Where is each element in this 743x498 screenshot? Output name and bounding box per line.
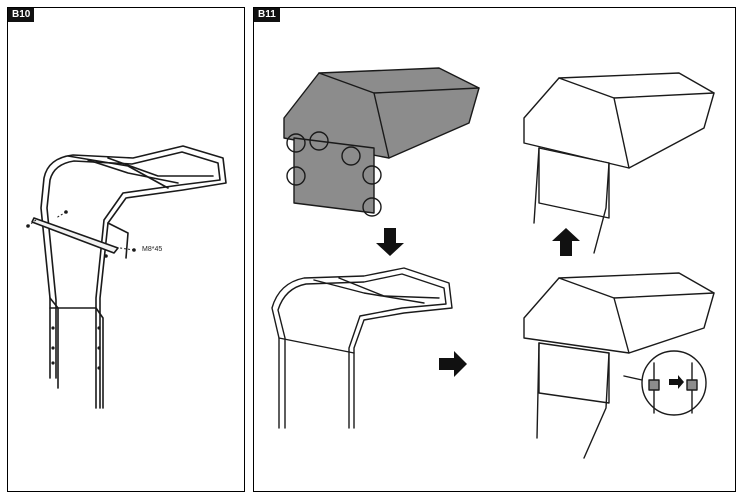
up-arrow-icon bbox=[552, 228, 580, 256]
frame-bare bbox=[271, 267, 453, 429]
canopy-cover-shaded bbox=[283, 67, 480, 217]
canopy-cover-installed-bottom bbox=[523, 272, 715, 459]
step-badge-b10: B10 bbox=[8, 8, 35, 22]
fastener-label: M8*45 bbox=[142, 246, 162, 253]
down-arrow-icon bbox=[376, 228, 404, 256]
step-badge-b11: B11 bbox=[254, 8, 280, 22]
right-arrow-icon bbox=[439, 351, 467, 377]
detail-arrow-icon bbox=[669, 375, 684, 389]
step-panel-b11: B11 bbox=[253, 7, 736, 492]
frame-assembly-diagram: M8*45 bbox=[26, 145, 227, 409]
frame-outline bbox=[40, 145, 227, 409]
step-panel-b10: B10 bbox=[7, 7, 245, 492]
canopy-cover-installed-top bbox=[523, 72, 715, 254]
canopy-installation-diagram bbox=[271, 67, 715, 459]
